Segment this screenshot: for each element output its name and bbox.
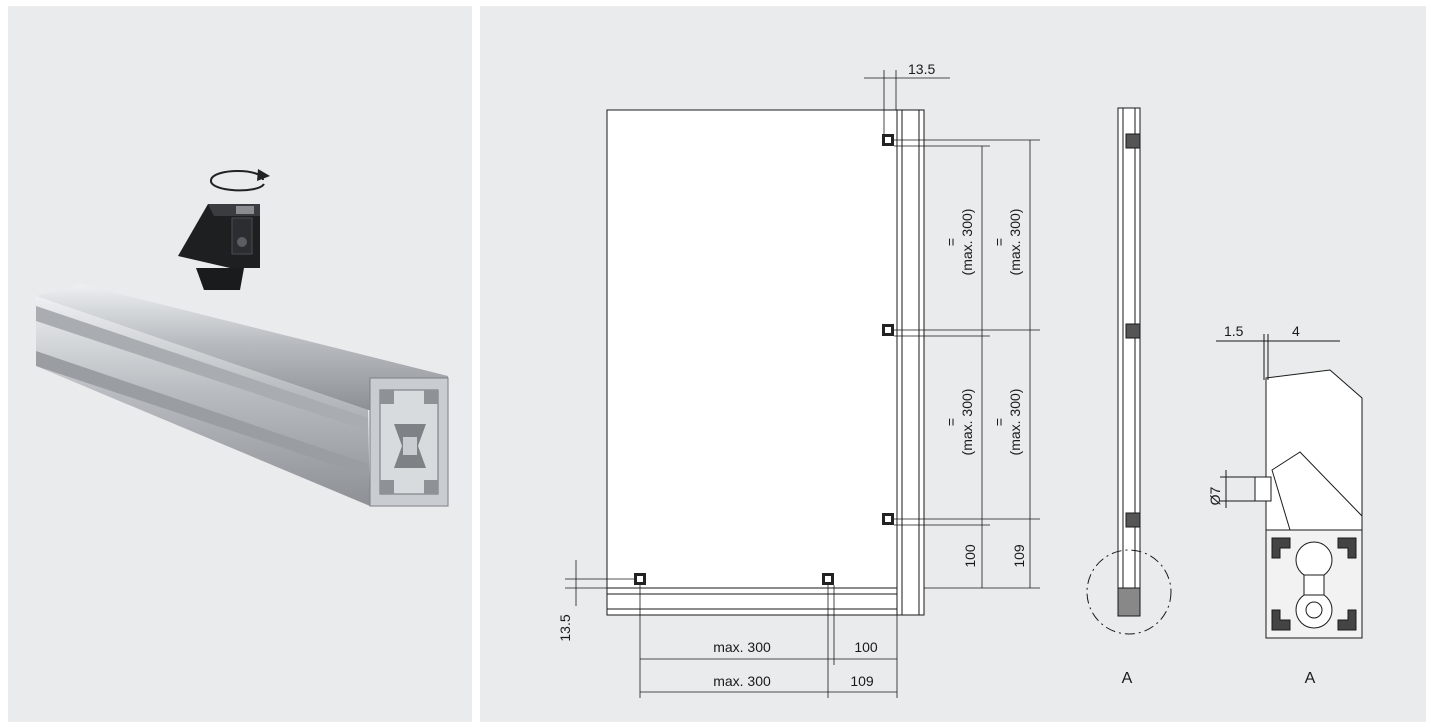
dim-horiz-inner-main: max. 300 [713, 639, 771, 655]
detail-a [1216, 334, 1363, 639]
dim-vert-upper-outer: = [991, 238, 1007, 246]
rotate-arrow-icon [210, 169, 270, 192]
panel-outline [606, 109, 898, 589]
dim-left-offset: 13.5 [557, 614, 573, 641]
connector-block [178, 204, 260, 290]
product-photo-panel [8, 6, 472, 722]
dim-vert-upper-inner-sub: (max. 300) [959, 209, 975, 276]
side-view-label: A [1122, 670, 1133, 687]
dim-vert-lower-outer-sub: (max. 300) [1007, 389, 1023, 456]
dim-horiz-inner-end: 100 [854, 639, 878, 655]
aluminium-profile [36, 284, 449, 507]
dim-horiz-outer-main: max. 300 [713, 673, 771, 689]
dim-horiz-outer-end: 109 [850, 673, 874, 689]
detail-dim-b: 4 [1292, 323, 1300, 339]
detail-label: A [1305, 670, 1316, 687]
dim-vert-upper-inner: = [943, 238, 959, 246]
bottom-profile [606, 587, 898, 616]
dim-vert-bottom-outer: 109 [1011, 544, 1027, 568]
dim-vert-upper-outer-sub: (max. 300) [1007, 209, 1023, 276]
technical-drawing: 13.5 = (max. 300) = (max. 300) = (max. 3… [557, 61, 1363, 698]
dim-vert-lower-inner: = [943, 418, 959, 426]
dim-vert-bottom-inner: 100 [962, 544, 978, 568]
dim-vert-lower-inner-sub: (max. 300) [959, 389, 975, 456]
technical-drawing-panel: 13.5 = (max. 300) = (max. 300) = (max. 3… [480, 6, 1426, 722]
product-illustration [36, 169, 449, 507]
right-profile [896, 109, 925, 616]
dim-vert-lower-outer: = [991, 418, 1007, 426]
detail-dim-a: 1.5 [1224, 323, 1244, 339]
detail-dim-dia: Ø7 [1207, 486, 1223, 505]
side-view [1086, 107, 1172, 635]
dim-top-offset: 13.5 [908, 61, 935, 77]
